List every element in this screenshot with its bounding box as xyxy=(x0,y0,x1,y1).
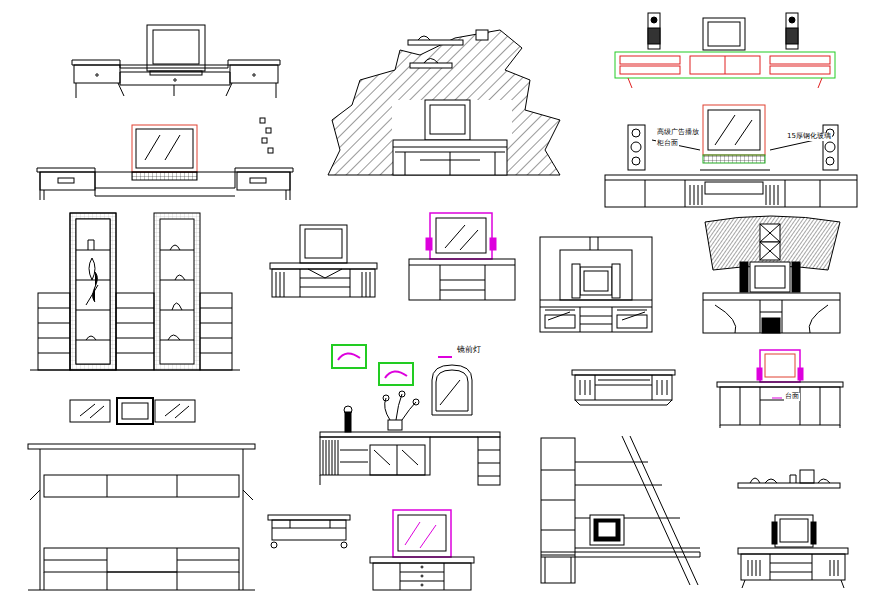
part-label: 15厚钢化玻璃 xyxy=(786,133,832,141)
part-label: 镜前灯 xyxy=(456,346,482,355)
part-label: 柜台面 xyxy=(656,140,679,148)
part-label: 台面 xyxy=(784,393,800,401)
part-label: 高级广告播放 xyxy=(656,129,700,137)
